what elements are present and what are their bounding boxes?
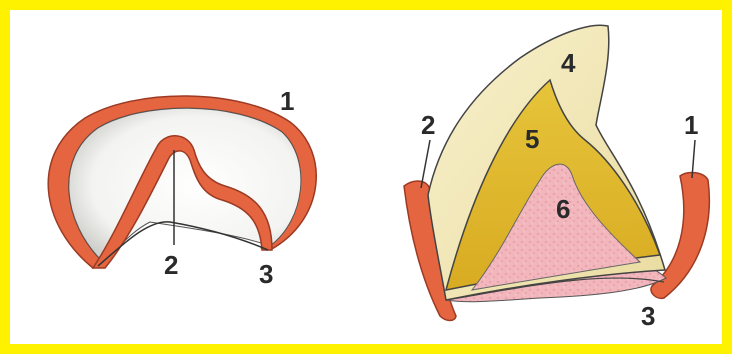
right-label-2: 2 bbox=[421, 110, 435, 140]
right-label-3: 3 bbox=[641, 301, 655, 331]
right-label-4: 4 bbox=[561, 48, 576, 78]
right-label-1: 1 bbox=[684, 110, 698, 140]
left-label-1: 1 bbox=[280, 86, 294, 116]
right-label-5: 5 bbox=[525, 124, 539, 154]
left-label-2: 2 bbox=[164, 250, 178, 280]
left-label-3: 3 bbox=[259, 259, 273, 289]
right-label-6: 6 bbox=[556, 194, 570, 224]
